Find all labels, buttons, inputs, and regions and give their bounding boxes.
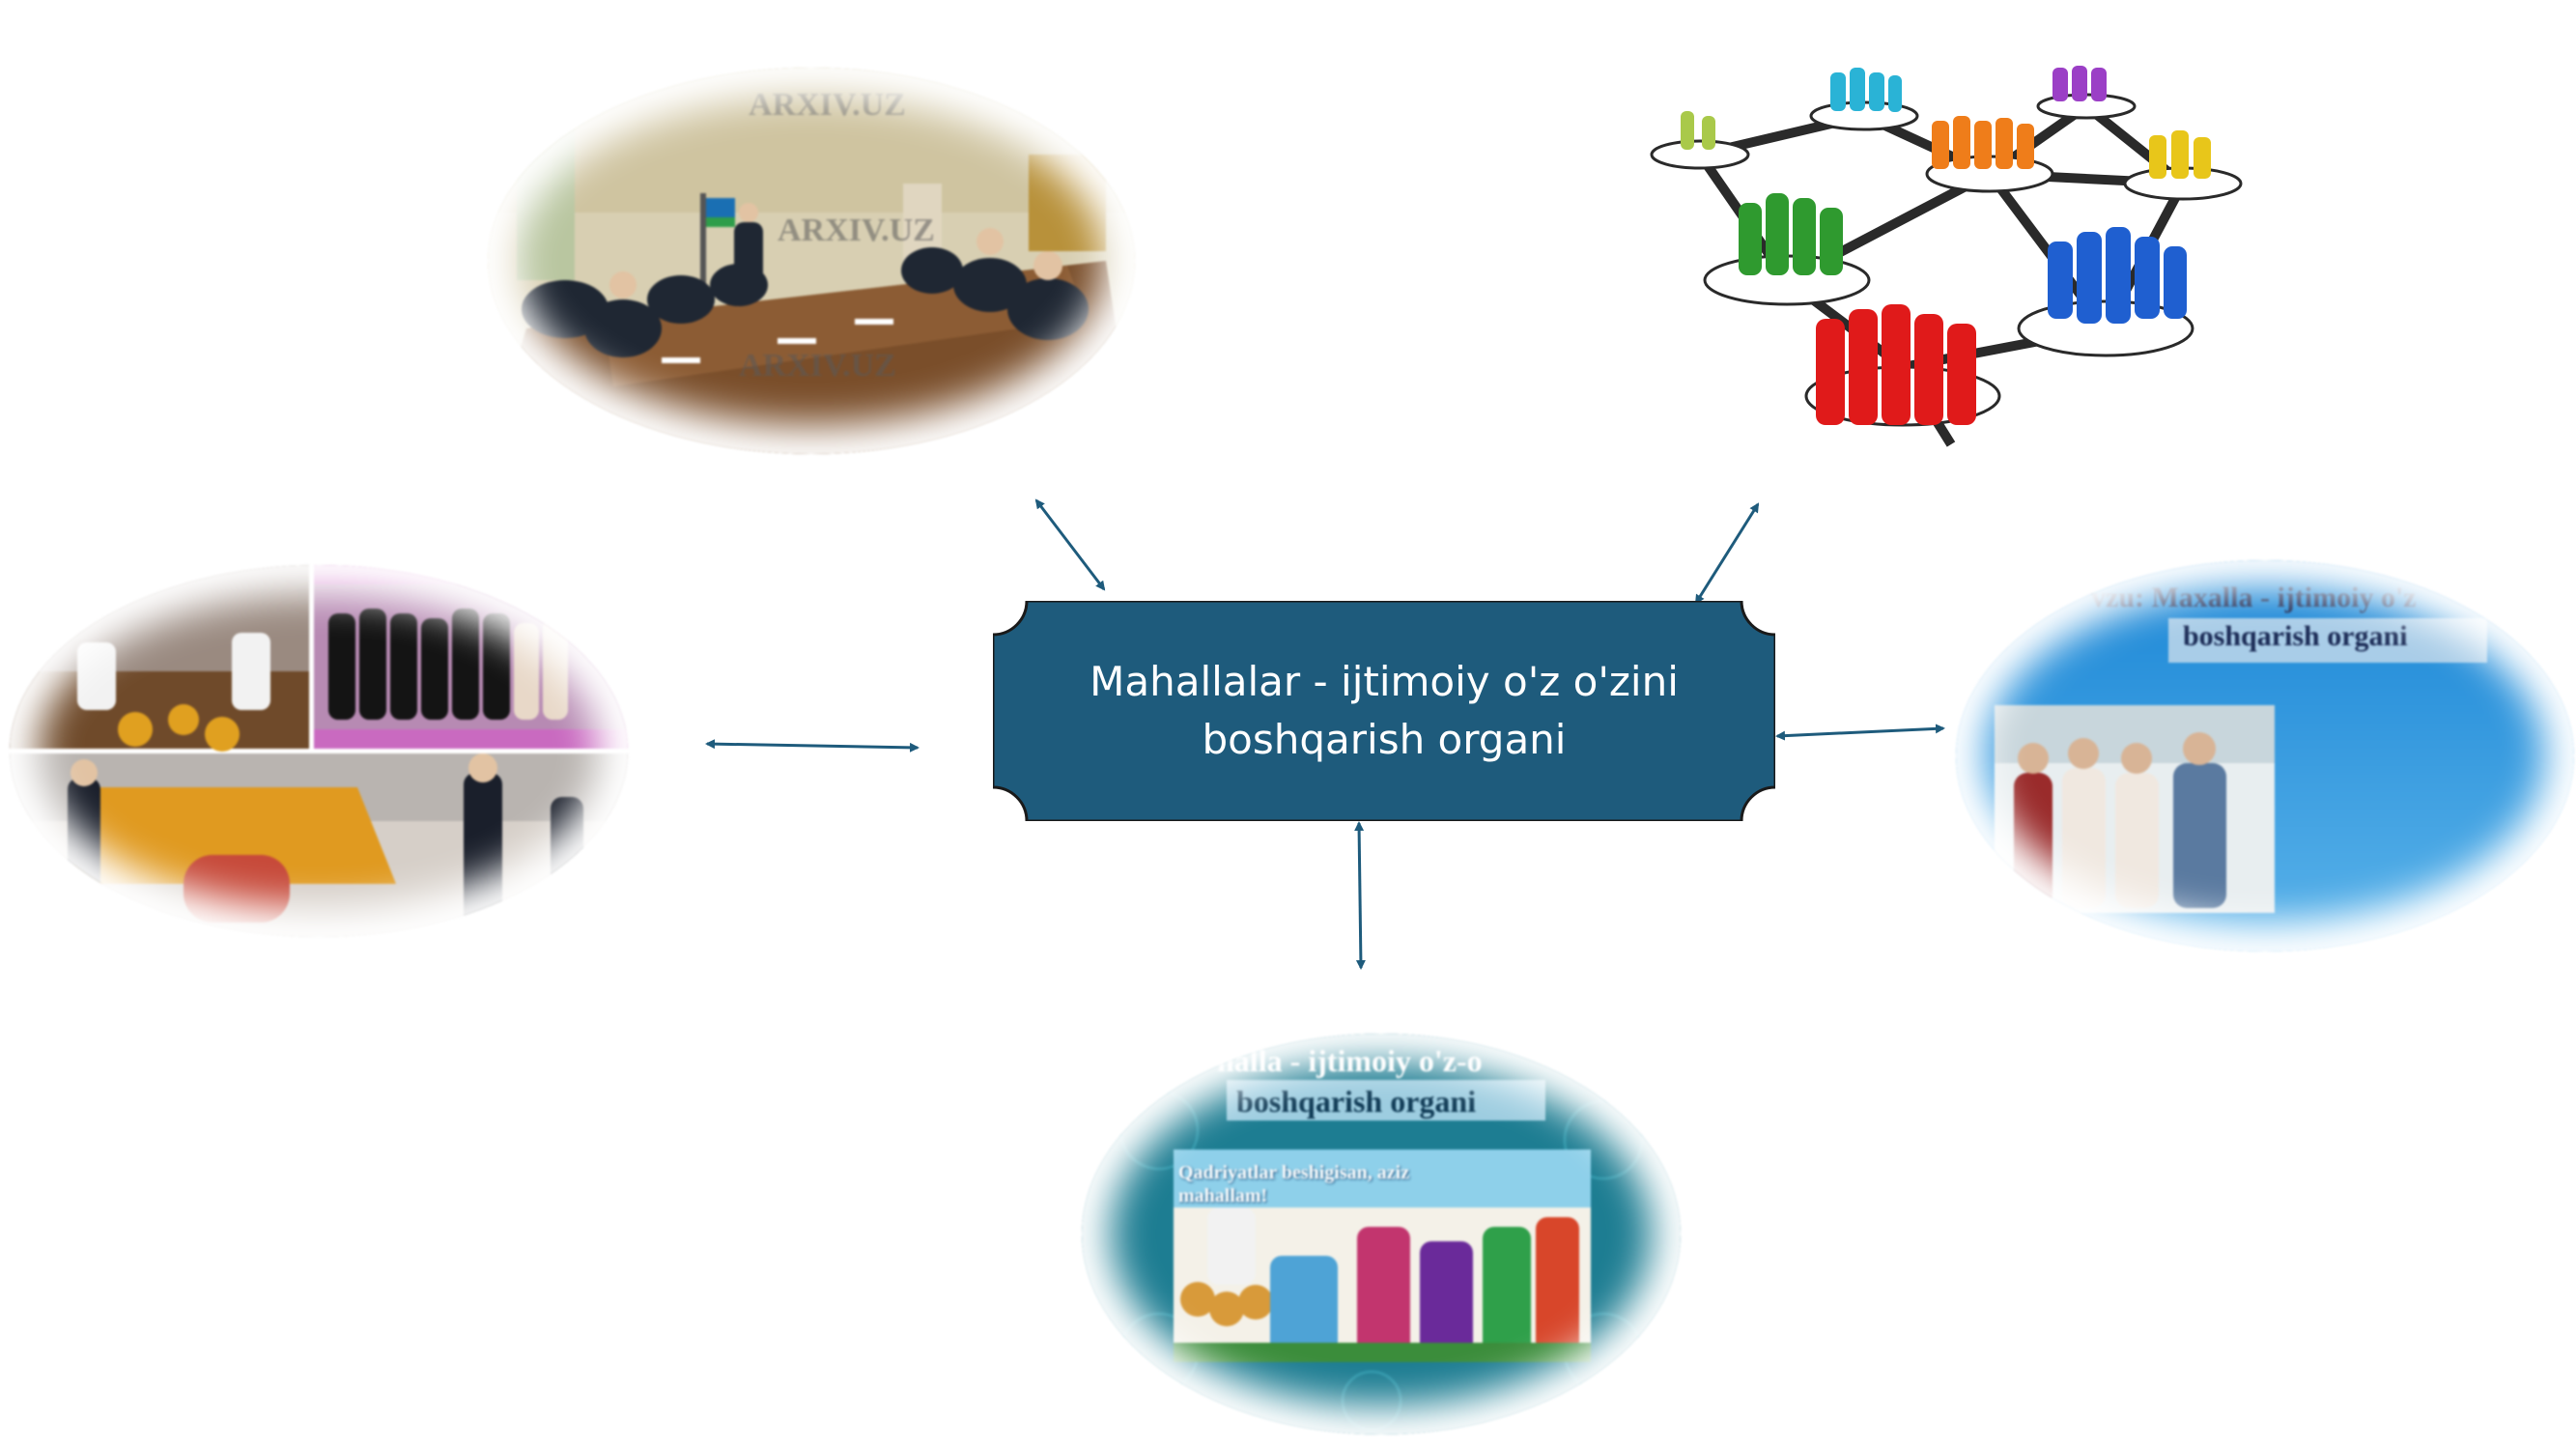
watermark-bottom: ARXIV.UZ: [739, 348, 896, 384]
bottom-photo-heading-2: boshqarish organi: [1236, 1084, 1477, 1119]
collage-photo: [10, 565, 628, 937]
bottom-photo-banner: Qadriyatlar beshigisan, aziz mahallam!: [1178, 1162, 1410, 1207]
center-topic-label: Mahallalar - ijtimoiy o'z o'zini boshqar…: [1090, 658, 1679, 763]
right-photo-heading-1: vzu: Maxalla - ijtimoiy o'z: [2091, 582, 2417, 613]
arrow-bottom: [1354, 821, 1366, 970]
arrow-right: [1775, 724, 1945, 741]
right-photo-heading-2: boshqarish organi: [2183, 620, 2408, 652]
arrow-left: [705, 739, 920, 753]
center-topic-box: Mahallalar - ijtimoiy o'z o'zini boshqar…: [993, 601, 1775, 821]
arrow-top-left: [1034, 498, 1106, 591]
arrow-top-right: [1694, 502, 1760, 605]
bottom-news-photo: halla - ijtimoiy o'z-o boshqarish organi…: [1082, 1034, 1681, 1435]
right-news-photo: vzu: Maxalla - ijtimoiy o'z boshqarish o…: [1956, 560, 2574, 952]
watermark-middle: ARXIV.UZ: [778, 213, 935, 248]
people-network-image: [1642, 58, 2260, 464]
bottom-photo-heading-1: halla - ijtimoiy o'z-o: [1217, 1043, 1483, 1078]
watermark-top: ARXIV.UZ: [749, 87, 906, 123]
